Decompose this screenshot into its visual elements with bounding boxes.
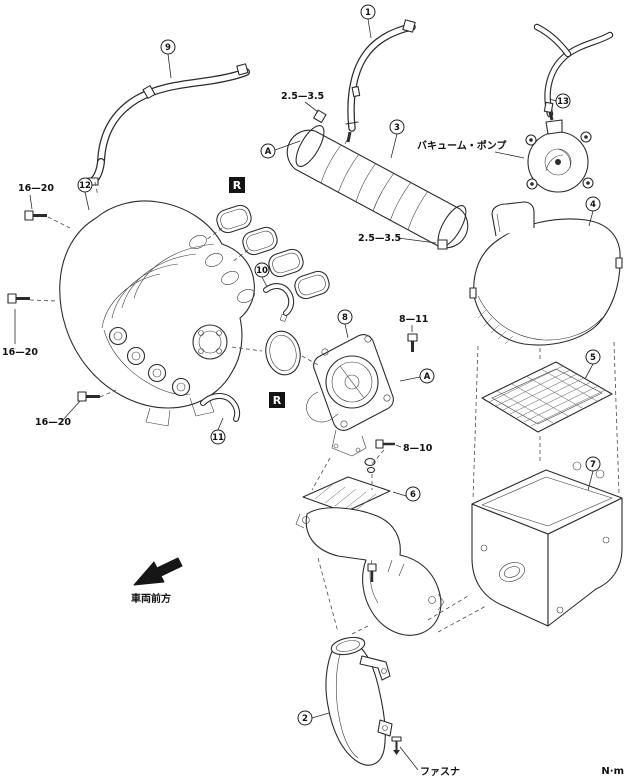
torque-spec-manifold-lower: 16—20 xyxy=(35,400,81,428)
callout-4: 4 xyxy=(585,196,601,227)
manifold-bolt-middle xyxy=(7,293,30,304)
intake-manifold-drawing xyxy=(59,200,255,427)
callout-5: 5 xyxy=(584,349,601,380)
callout-number: 12 xyxy=(79,181,91,191)
torque-spec-clamp-upper: 2.5—3.5 xyxy=(281,91,324,113)
vacuum-hose-drawing xyxy=(533,23,614,118)
torque-value: 16—20 xyxy=(18,183,54,194)
torque-spec-clamp-lower: 2.5—3.5 xyxy=(358,233,437,244)
air-intake-duct-drawing xyxy=(286,109,469,250)
callout-number: 9 xyxy=(165,43,171,53)
vehicle-front-indicator: 車両前方 xyxy=(131,557,183,605)
callout-7: 7 xyxy=(585,456,601,491)
lower-duct-drawing xyxy=(325,636,393,766)
hose-11-drawing xyxy=(200,392,241,422)
air-filter-element-drawing xyxy=(481,361,613,433)
torque-spec-manifold-middle: 16—20 xyxy=(2,309,38,358)
torque-units-label: N·m xyxy=(601,766,624,776)
torque-value: 16—20 xyxy=(35,417,71,428)
callout-number: 6 xyxy=(410,490,416,500)
manifold-gaskets-drawing xyxy=(216,204,330,300)
callout-number: 11 xyxy=(212,433,224,443)
reuse-marker-oring: R xyxy=(269,392,285,408)
torque-value: 8—11 xyxy=(399,314,428,325)
callout-2: 2 xyxy=(297,710,330,726)
air-cleaner-cover-drawing xyxy=(469,201,623,346)
callout-9: 9 xyxy=(160,39,176,79)
ref-letter-a-throttle: A xyxy=(399,368,435,384)
ref-letter: A xyxy=(424,372,431,382)
manifold-bolt-upper xyxy=(24,210,47,221)
reuse-marker-gaskets: R xyxy=(229,177,245,193)
torque-spec-manifold-upper: 16—20 xyxy=(18,183,54,210)
callout-12: 12 xyxy=(77,177,93,211)
callout-number: 13 xyxy=(557,97,569,107)
callout-number: 2 xyxy=(302,714,308,724)
callout-number: 3 xyxy=(394,123,400,133)
ref-letter: A xyxy=(265,147,272,157)
reuse-marker-label: R xyxy=(233,179,242,192)
front-arrow-icon xyxy=(133,557,183,586)
fastener-text: ファスナ xyxy=(420,766,460,776)
callout-11: 11 xyxy=(210,417,226,445)
hose-1-drawing xyxy=(345,19,416,143)
fastener-label: ファスナ xyxy=(399,746,460,776)
vacuum-pump-label: バキューム・ポンプ xyxy=(417,139,525,159)
callout-6: 6 xyxy=(392,486,421,502)
callout-number: 10 xyxy=(256,266,268,276)
callout-13: 13 xyxy=(549,93,571,109)
throttle-body-drawing xyxy=(306,334,394,474)
throttle-oring-drawing xyxy=(265,330,301,376)
callout-10: 10 xyxy=(254,262,270,288)
vehicle-front-text: 車両前方 xyxy=(131,592,171,605)
callout-number: 7 xyxy=(590,460,596,470)
callout-number: 5 xyxy=(590,353,596,363)
hose-9-drawing xyxy=(87,63,250,186)
ref-letter-a-duct-clamp: A xyxy=(260,140,301,159)
torque-spec-throttle-lower: 8—10 xyxy=(395,443,433,454)
callout-number: 4 xyxy=(590,200,596,210)
callout-8: 8 xyxy=(337,309,353,339)
callout-3: 3 xyxy=(389,119,405,159)
air-cleaner-case-drawing xyxy=(471,461,623,627)
callout-number: 8 xyxy=(342,313,348,323)
torque-value: 2.5—3.5 xyxy=(281,91,324,102)
fastener-drawing xyxy=(391,736,402,755)
throttle-bolt-lower xyxy=(375,439,395,449)
hose-10-drawing xyxy=(263,283,295,322)
vacuum-pump-drawing xyxy=(525,111,594,193)
reuse-marker-label: R xyxy=(273,394,282,407)
resonator-duct-drawing xyxy=(295,476,445,636)
callout-number: 1 xyxy=(365,8,371,18)
manifold-bolt-lower xyxy=(77,391,100,402)
torque-value: 16—20 xyxy=(2,347,38,358)
torque-value: 8—10 xyxy=(403,443,433,454)
torque-spec-throttle-upper: 8—11 xyxy=(399,314,428,332)
vacuum-pump-text: バキューム・ポンプ xyxy=(417,139,507,152)
throttle-bolt-upper xyxy=(407,333,418,352)
callout-1: 1 xyxy=(360,4,376,39)
torque-value: 2.5—3.5 xyxy=(358,233,401,244)
assembly-dash-lines xyxy=(29,133,620,635)
